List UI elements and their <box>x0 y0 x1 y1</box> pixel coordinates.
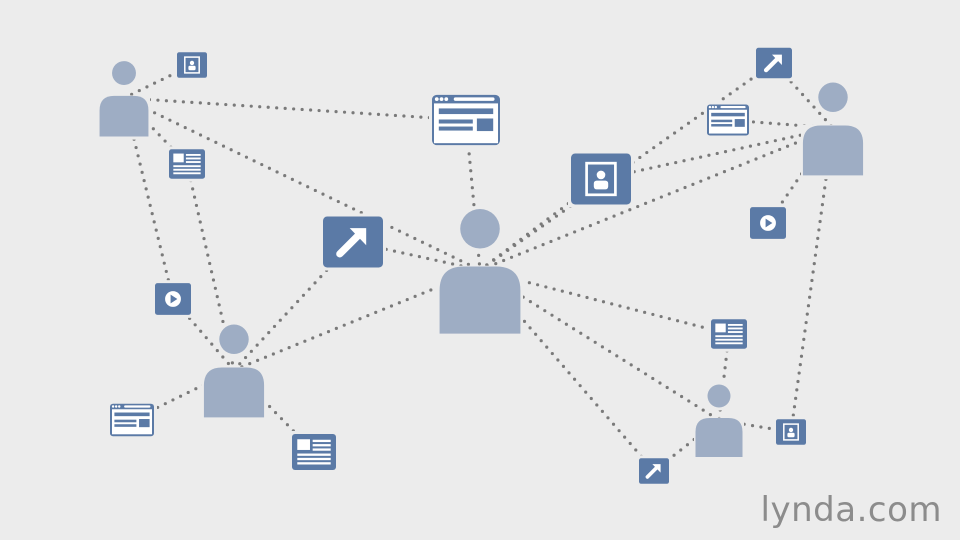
person-head <box>219 324 249 354</box>
person-node <box>202 321 266 422</box>
person-node <box>694 381 744 460</box>
share-icon <box>753 44 795 82</box>
profile-icon <box>773 416 809 448</box>
watermark-brand: lynda <box>760 490 857 530</box>
profile-icon <box>174 49 210 81</box>
person-node <box>801 79 865 180</box>
connector-line <box>185 162 236 372</box>
browser-icon <box>429 91 503 149</box>
person-node <box>98 58 150 140</box>
connector-line <box>478 126 835 272</box>
person-head <box>112 61 136 85</box>
person-body <box>99 95 149 137</box>
share-icon <box>320 213 386 271</box>
lynda-watermark: lynda.com <box>761 490 942 530</box>
person-body <box>203 367 265 418</box>
diagram-nodes <box>98 44 865 487</box>
article-icon <box>708 316 750 352</box>
profile-icon <box>568 150 634 208</box>
connector-line <box>717 332 731 422</box>
article-icon <box>166 146 208 182</box>
video-icon <box>152 280 194 318</box>
watermark-suffix: .com <box>856 490 942 530</box>
article-icon <box>289 430 339 474</box>
person-body <box>802 125 864 176</box>
person-head <box>460 208 500 249</box>
connector-line <box>122 96 468 122</box>
person-head <box>818 82 848 112</box>
connector-line <box>478 268 656 473</box>
connector-line <box>122 96 482 272</box>
share-icon <box>636 455 672 487</box>
video-icon <box>747 204 789 242</box>
browser-icon <box>704 101 752 139</box>
connector-line <box>772 61 835 130</box>
person-head <box>707 384 731 408</box>
connector-line <box>599 126 835 181</box>
browser-icon <box>107 400 157 440</box>
person-node <box>437 205 523 339</box>
person-body <box>439 266 521 334</box>
person-body <box>695 418 743 457</box>
